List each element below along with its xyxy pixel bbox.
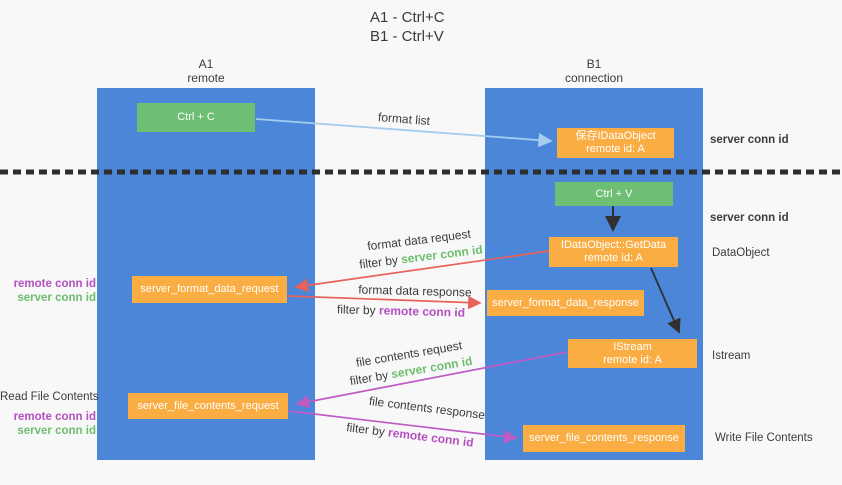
istream-box: IStream remote id: A [568,339,697,368]
column-a1-subtitle: remote [187,71,225,85]
remote-conn-id-annotation-lower: remote conn id [13,411,96,423]
server-conn-id-annotation-mid: server conn id [710,212,789,224]
server-file-contents-request-box: server_file_contents_request [128,393,288,419]
filter-by-remote-conn-id-label-1: filter by remote conn id [337,302,465,319]
remote-conn-id-annotation-upper: remote conn id [13,278,96,290]
left-conn-id-stack-upper: remote conn id server conn id [0,277,96,305]
save-idataobject-box: 保存IDataObject remote id: A [557,128,674,158]
server-format-data-response-label: server_format_data_response [492,296,639,309]
server-file-contents-response-label: server_file_contents_response [529,432,679,444]
remote-conn-id-text: remote conn id [387,425,475,450]
dataobject-annotation: DataObject [712,247,770,259]
getdata-box: IDataObject::GetData remote id: A [549,237,678,267]
column-a1-name: A1 [198,57,214,71]
column-b1-subtitle: connection [564,71,624,85]
remote-conn-id-text: remote conn id [378,303,466,320]
filter-by-text: filter by [345,420,386,439]
server-format-data-request-box: server_format_data_request [132,276,287,303]
title-line-2: B1 - Ctrl+V [370,28,444,45]
server-file-contents-request-label: server_file_contents_request [137,399,279,412]
ctrl-v-label: Ctrl + V [595,187,633,200]
ctrl-c-label: Ctrl + C [177,111,215,123]
getdata-line2: remote id: A [584,252,643,264]
column-b1-name: B1 [586,57,602,71]
filter-by-text: filter by [348,367,390,389]
istream-line2: remote id: A [603,353,662,366]
write-file-contents-annotation: Write File Contents [715,432,813,444]
filter-by-text: filter by [336,302,376,318]
server-format-data-response-box: server_format_data_response [487,290,644,316]
server-conn-id-annotation-upper: server conn id [17,292,96,304]
format-data-response-label: format data response [358,282,472,300]
filter-by-text: filter by [358,252,399,272]
server-conn-id-annotation-lower: server conn id [17,425,96,437]
istream-line1: IStream [613,340,652,353]
ctrl-v-box: Ctrl + V [555,182,673,206]
filter-by-remote-conn-id-label-2: filter by remote conn id [346,420,475,450]
title-line-1: A1 - Ctrl+C [370,9,445,26]
server-conn-id-annotation-top: server conn id [710,134,789,146]
server-format-data-request-label: server_format_data_request [140,283,279,295]
left-conn-id-stack-lower: remote conn id server conn id [0,410,96,438]
server-file-contents-response-box: server_file_contents_response [523,425,685,452]
read-file-contents-annotation: Read File Contents [0,391,99,403]
getdata-line1: IDataObject::GetData [560,239,667,251]
save-idataobject-line1: 保存IDataObject [575,130,656,142]
file-contents-response-label: file contents response [368,393,486,423]
column-header-a1: A1 remote [146,57,266,85]
format-list-label: format list [377,109,431,129]
istream-annotation: Istream [712,350,751,362]
save-idataobject-line2: remote id: A [586,143,645,155]
diagram-title: A1 - Ctrl+C B1 - Ctrl+V [370,8,445,46]
ctrl-c-box: Ctrl + C [137,103,255,132]
column-header-b1: B1 connection [534,57,654,85]
